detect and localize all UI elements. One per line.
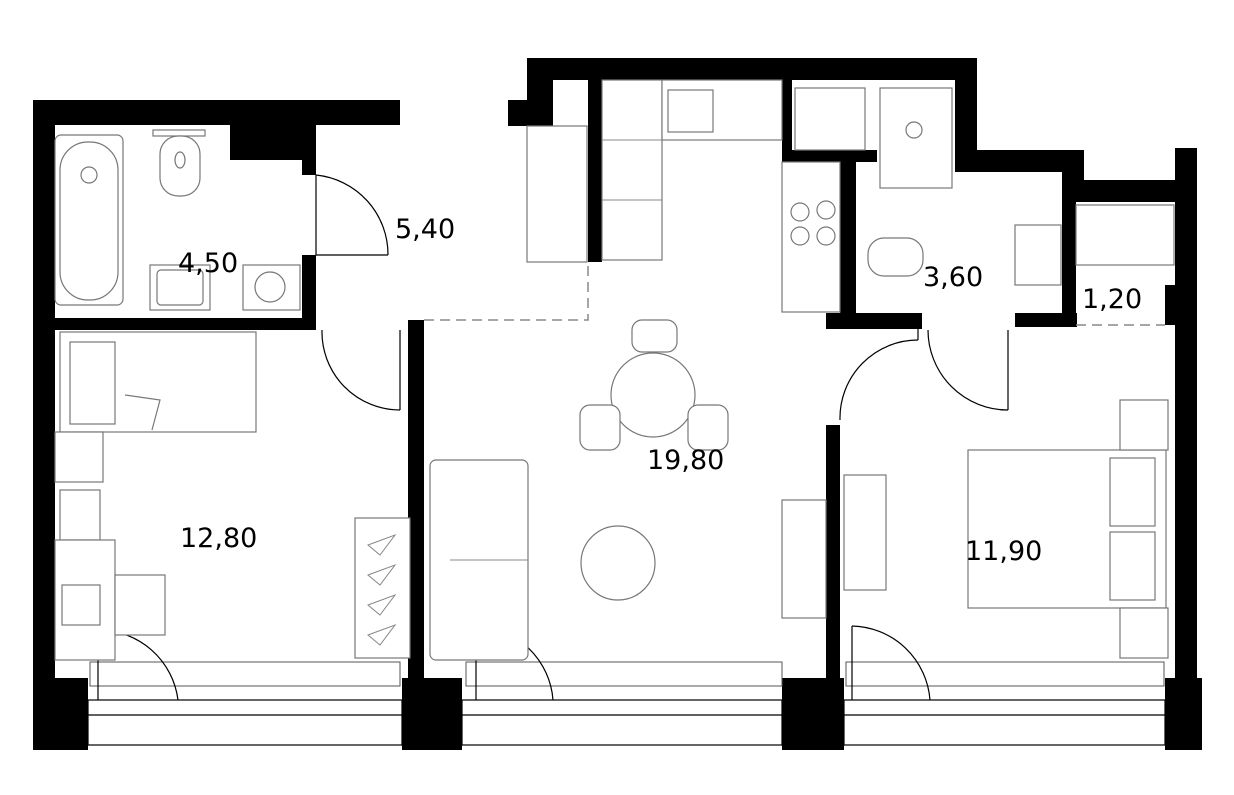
living-furniture	[429, 319, 827, 661]
windows	[87, 699, 1166, 746]
left-bedroom-furniture	[54, 331, 411, 661]
bathroom-fixtures	[54, 129, 301, 311]
doors	[97, 174, 1009, 701]
room-area-bedroom-right: 11,90	[965, 536, 1042, 567]
room-area-shower-room: 3,60	[923, 262, 983, 293]
room-area-bedroom-left: 12,80	[180, 523, 257, 554]
kitchen-furniture	[526, 79, 866, 313]
room-area-hallway: 5,40	[395, 214, 455, 245]
right-bedroom-furniture	[843, 399, 1169, 659]
shower-fixtures	[867, 87, 1062, 286]
radiators	[89, 661, 1165, 687]
walls	[33, 58, 1202, 750]
room-area-living-kitchen: 19,80	[647, 445, 724, 476]
room-area-bathroom: 4,50	[178, 248, 238, 279]
room-area-wardrobe: 1,20	[1082, 284, 1142, 315]
wardrobe-fixtures	[1075, 204, 1175, 326]
